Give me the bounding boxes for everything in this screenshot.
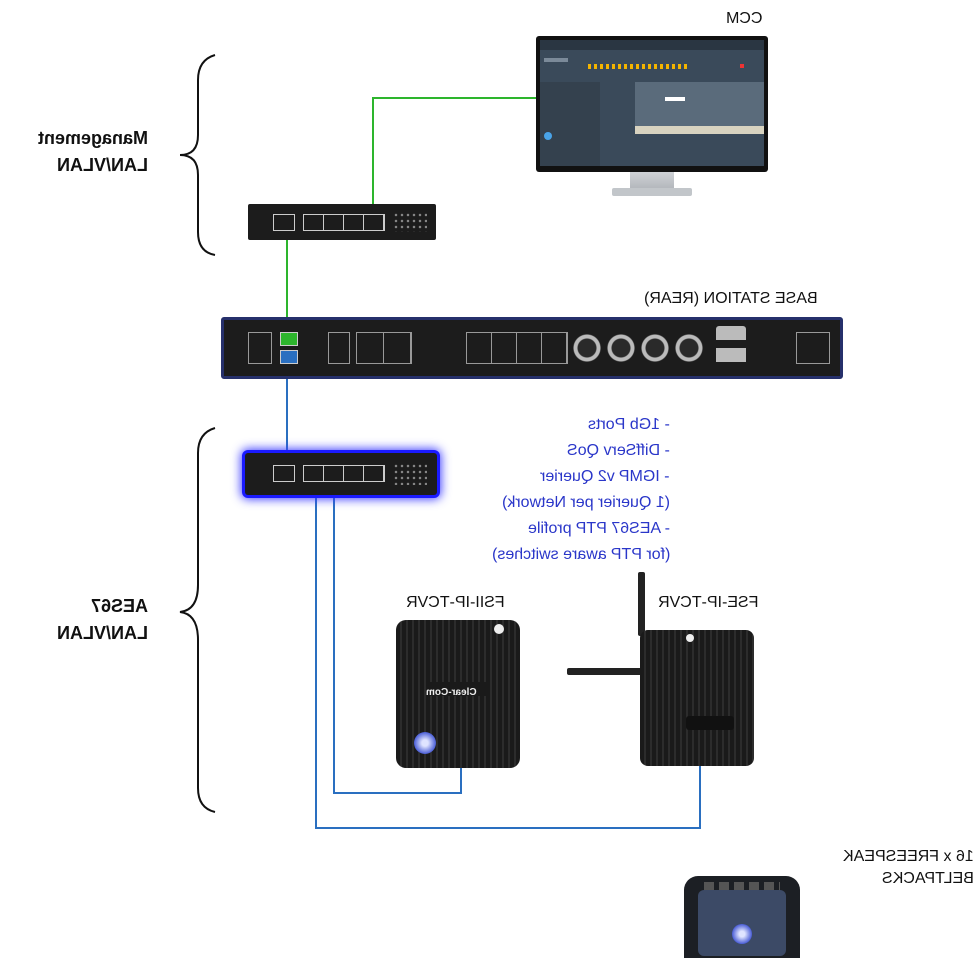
spec-item: - DiffServ QoS	[567, 442, 670, 459]
management-label-line1: Management	[37, 128, 148, 148]
aes67-switch-to-fse-link	[315, 495, 701, 829]
ccm-label: CCM	[726, 10, 763, 27]
ethernet-ports-a	[356, 332, 412, 364]
status-light	[414, 732, 436, 754]
uplink-port	[273, 465, 295, 482]
beltpack-logo-icon	[732, 924, 752, 944]
uplink-port	[273, 214, 295, 231]
sfp-port	[248, 332, 272, 364]
port-group	[303, 465, 385, 482]
fse-label: FSE-IP-TCVR	[658, 594, 759, 611]
freespeak-beltpack	[684, 876, 800, 958]
xlr-connectors	[570, 332, 706, 364]
management-label-wrap: Management LAN/VLAN	[14, 128, 148, 176]
ccm-to-management-switch-link	[372, 97, 537, 205]
aes67-label-wrap: AES67 LAN/VLAN	[14, 596, 148, 644]
ccm-label-wrap: CCM	[726, 10, 762, 28]
beltpack-label-wrap: 16 x FREESPEAK BELTPACKS	[822, 848, 974, 888]
beltpack-face	[698, 890, 786, 956]
label-plate	[686, 716, 734, 730]
management-bracket	[179, 54, 216, 256]
beltpack-buttons	[704, 882, 780, 890]
ethernet-ports-b	[466, 332, 568, 364]
brand-text: Clear-Com	[426, 687, 477, 698]
spec-item: - 1Gb Ports	[588, 416, 670, 433]
switch-requirements: - 1Gb Ports - DiffServ QoS - IGMP v2 Que…	[440, 412, 670, 568]
status-leds	[393, 212, 427, 232]
base-station	[221, 317, 843, 379]
fse-transceiver	[640, 630, 754, 766]
management-switch	[248, 204, 436, 240]
spec-item: - IGMP v2 Querier	[540, 468, 670, 485]
base-station-label: BASE STATION (REAR)	[644, 290, 818, 307]
ccm-monitor-stand	[630, 172, 674, 190]
aes67-port	[280, 350, 298, 364]
spec-item: (1 Querier per Network)	[501, 494, 670, 511]
mount-hole	[686, 634, 694, 642]
base-station-label-wrap: BASE STATION (REAR)	[644, 290, 818, 308]
spec-item: - AES67 PTP profile	[528, 520, 670, 537]
aes67-label-line2: LAN/VLAN	[57, 623, 148, 643]
aes67-label-line1: AES67	[90, 596, 148, 616]
fsii-transceiver: Clear-Com	[396, 620, 520, 768]
management-port	[280, 332, 298, 346]
aes67-switch-to-fsii-link	[333, 495, 462, 794]
spec-item: (for PTP aware switches)	[491, 546, 670, 563]
clearcom-logo: Clear-Com	[426, 682, 490, 698]
port-group	[303, 214, 385, 231]
fsii-label: FSII-IP-TCVR	[406, 594, 505, 611]
aes67-switch	[245, 453, 437, 495]
ccm-monitor	[536, 36, 768, 172]
ccm-monitor-base	[612, 188, 692, 196]
db9-connectors	[716, 326, 746, 368]
fse-label-wrap: FSE-IP-TCVR	[658, 594, 758, 612]
power-inlet	[796, 332, 830, 364]
status-leds	[393, 463, 427, 485]
sfp-port-2	[328, 332, 350, 364]
management-label-line2: LAN/VLAN	[57, 155, 148, 175]
fse-antenna	[638, 572, 645, 636]
beltpack-label-line1: 16 x FREESPEAK	[843, 848, 974, 865]
aes67-bracket	[179, 427, 216, 813]
fse-antenna-2	[567, 668, 645, 675]
ccm-screen	[540, 40, 764, 166]
beltpack-label-line2: BELTPACKS	[882, 870, 974, 887]
fsii-label-wrap: FSII-IP-TCVR	[406, 594, 505, 612]
mount-hole	[494, 624, 504, 634]
